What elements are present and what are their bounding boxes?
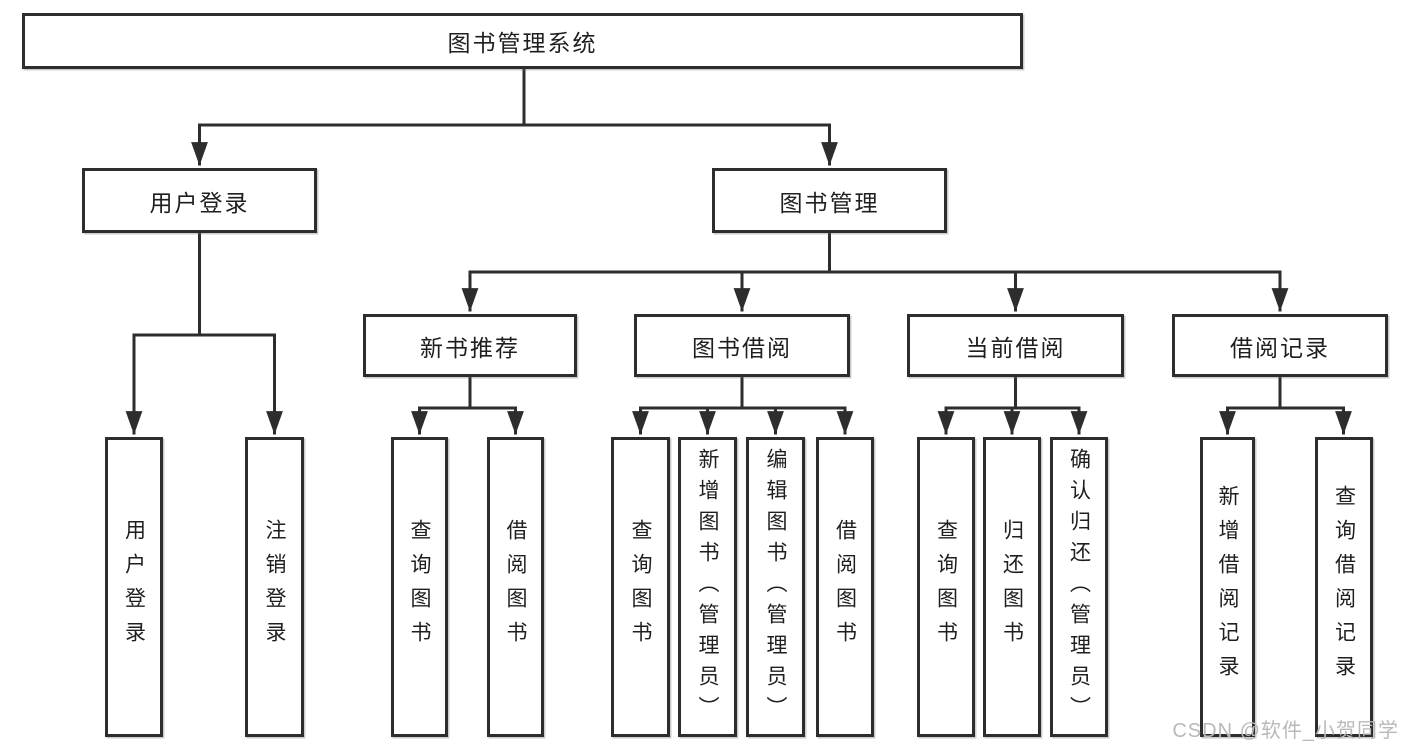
node-current-borrowing: 当前借阅 bbox=[907, 314, 1124, 377]
csdn-watermark: CSDN @软件_小贺同学 bbox=[1172, 720, 1399, 742]
node-book-borrowing: 图书借阅 bbox=[634, 314, 850, 377]
leaf-confirm-return-admin-label: 确认归还（管理员） bbox=[1067, 447, 1091, 727]
node-user-login-label: 用户登录 bbox=[149, 189, 250, 216]
leaf-confirm-return-admin: 确认归还（管理员） bbox=[1050, 437, 1108, 737]
node-borrowing-records: 借阅记录 bbox=[1172, 314, 1388, 377]
leaf-return-books-label: 归还图书 bbox=[1000, 519, 1024, 655]
leaf-logout-label: 注销登录 bbox=[263, 519, 286, 655]
leaf-user-login-label: 用户登录 bbox=[122, 519, 146, 655]
leaf-borrow-books-borrowing-label: 借阅图书 bbox=[833, 519, 857, 655]
leaf-borrow-books-recommend-label: 借阅图书 bbox=[504, 519, 527, 655]
leaf-borrow-books-borrowing: 借阅图书 bbox=[816, 437, 874, 737]
leaf-add-borrow-record-label: 新增借阅记录 bbox=[1216, 485, 1239, 689]
leaf-return-books: 归还图书 bbox=[983, 437, 1041, 737]
leaf-query-borrow-record: 查询借阅记录 bbox=[1315, 437, 1373, 737]
node-current-borrowing-label: 当前借阅 bbox=[965, 334, 1066, 361]
leaf-add-borrow-record: 新增借阅记录 bbox=[1200, 437, 1255, 737]
node-library-system-label: 图书管理系统 bbox=[447, 30, 598, 56]
leaf-borrow-books-recommend: 借阅图书 bbox=[487, 437, 544, 737]
leaf-add-books-admin: 新增图书（管理员） bbox=[678, 437, 737, 737]
leaf-query-books-borrowing-label: 查询图书 bbox=[629, 519, 652, 655]
leaf-edit-books-admin: 编辑图书（管理员） bbox=[746, 437, 805, 737]
leaf-query-books-borrowing: 查询图书 bbox=[611, 437, 670, 737]
leaf-query-books-recommend: 查询图书 bbox=[391, 437, 448, 737]
leaf-query-books-recommend-label: 查询图书 bbox=[408, 519, 431, 655]
leaf-query-books-current-label: 查询图书 bbox=[934, 519, 958, 655]
node-library-system-root: 图书管理系统 bbox=[22, 13, 1023, 69]
leaf-add-books-admin-label: 新增图书（管理员） bbox=[696, 447, 719, 727]
node-new-book-recommendation-label: 新书推荐 bbox=[420, 334, 520, 361]
node-new-book-recommendation: 新书推荐 bbox=[363, 314, 577, 377]
leaf-user-login: 用户登录 bbox=[105, 437, 163, 737]
node-book-management-label: 图书管理 bbox=[779, 189, 880, 216]
leaf-query-books-current: 查询图书 bbox=[917, 437, 975, 737]
leaf-edit-books-admin-label: 编辑图书（管理员） bbox=[764, 447, 787, 727]
leaf-query-borrow-record-label: 查询借阅记录 bbox=[1332, 485, 1356, 689]
node-borrowing-records-label: 借阅记录 bbox=[1230, 334, 1330, 361]
node-user-login: 用户登录 bbox=[82, 168, 317, 233]
leaf-logout: 注销登录 bbox=[245, 437, 304, 737]
node-book-management: 图书管理 bbox=[712, 168, 947, 233]
node-book-borrowing-label: 图书借阅 bbox=[692, 334, 792, 361]
